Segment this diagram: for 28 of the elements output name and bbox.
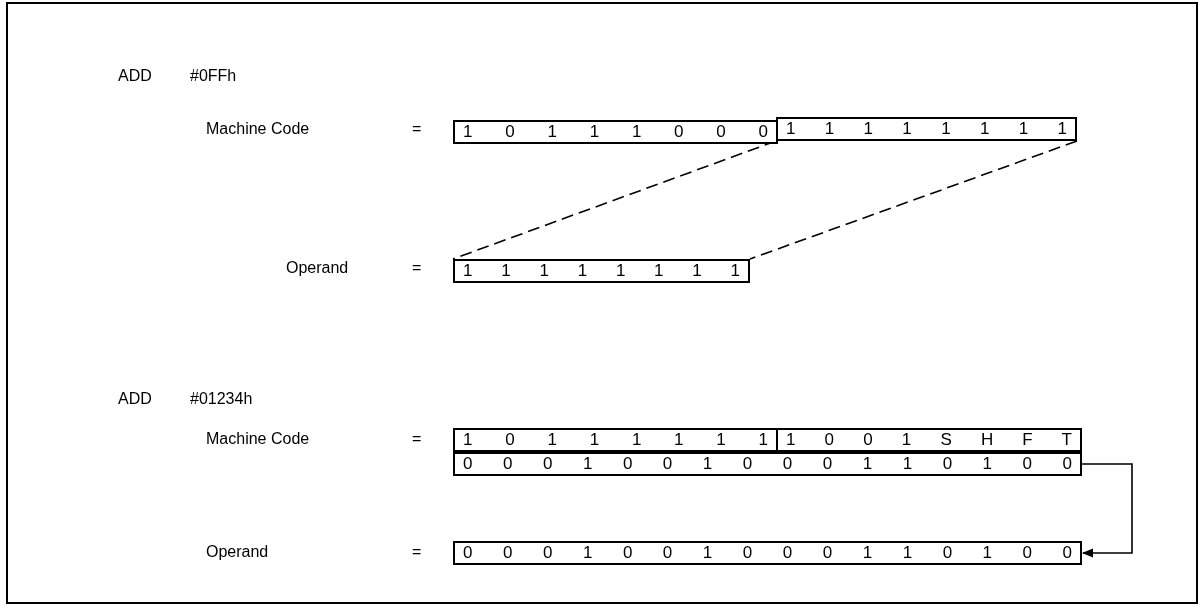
mnemonic: ADD bbox=[118, 67, 152, 85]
mnemonic: ADD bbox=[118, 390, 152, 408]
bit-values: 1 0 1 1 1 0 0 0 bbox=[463, 122, 768, 142]
bit-field-box bbox=[453, 541, 1082, 565]
bit-field-box bbox=[776, 117, 1077, 141]
equals-sign: = bbox=[412, 543, 422, 561]
bit-values: 1 1 1 1 1 1 1 1 bbox=[786, 119, 1067, 139]
bit-values: 0 0 0 1 0 0 1 0 0 0 1 1 0 1 0 0 bbox=[463, 543, 1072, 563]
row-label: Operand bbox=[286, 259, 349, 277]
bit-field-box bbox=[453, 259, 750, 283]
bit-field-box bbox=[453, 428, 778, 452]
row-label: Machine Code bbox=[206, 430, 310, 448]
bit-field-box bbox=[453, 452, 1082, 476]
bit-values: 1 1 1 1 1 1 1 1 bbox=[463, 261, 740, 281]
bit-field-box bbox=[776, 428, 1082, 452]
immediate-operand: #0FFh bbox=[190, 67, 237, 85]
bit-field-box bbox=[453, 120, 778, 144]
equals-sign: = bbox=[412, 430, 422, 448]
projection-line bbox=[749, 140, 1078, 260]
arrow bbox=[1081, 463, 1133, 558]
bit-values: 1 0 1 1 1 1 1 1 bbox=[463, 430, 768, 450]
row-label: Machine Code bbox=[206, 120, 310, 138]
bit-values: 0 0 0 1 0 0 1 0 0 0 1 1 0 1 0 0 bbox=[463, 454, 1072, 474]
equals-sign: = bbox=[412, 120, 422, 138]
immediate-operand: #01234h bbox=[190, 390, 253, 408]
bit-values: 1 0 0 1 S H F T bbox=[786, 430, 1072, 450]
row-label: Operand bbox=[206, 543, 269, 561]
equals-sign: = bbox=[412, 259, 422, 277]
